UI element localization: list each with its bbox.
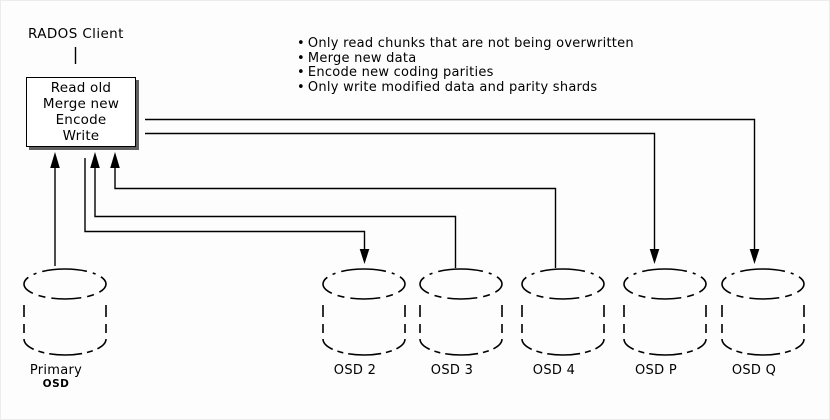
cylinder-icon: [419, 268, 503, 356]
osd-label-4: OSD 4: [532, 363, 576, 378]
osd-label-3: OSD 3: [430, 363, 474, 378]
edge-box-to-osdq: [145, 118, 756, 250]
osd-label-primary: Primary: [29, 363, 83, 378]
edge-box-to-osd2: [84, 158, 366, 250]
osd-node-p: OSD P: [621, 267, 709, 397]
osd-label-2: OSD 2: [333, 363, 377, 378]
osd-label-p: OSD P: [635, 363, 677, 378]
osd-node-2: OSD 2: [320, 267, 408, 397]
note-item: Only write modified data and parity shar…: [297, 80, 634, 96]
osd-node-4: OSD 4: [519, 267, 607, 397]
arrowhead-up-primary: [50, 152, 60, 168]
cylinder-icon: [721, 268, 805, 356]
osd-label-q: OSD Q: [731, 363, 777, 378]
cylinder-icon: [322, 268, 406, 356]
edge-box-to-osdp: [145, 132, 656, 250]
rados-client-label: RADOS Client: [28, 26, 124, 42]
client-box-line-merge-new: Merge new: [42, 96, 120, 112]
osd-node-primary: Primary OSD: [21, 267, 109, 397]
osd-node-q: OSD Q: [719, 267, 807, 397]
cylinder-icon: [623, 268, 707, 356]
arrowhead-up-osd4: [110, 152, 120, 168]
notes-list: Only read chunks that are not being over…: [297, 36, 634, 96]
note-item: Merge new data: [297, 51, 634, 67]
note-item: Only read chunks that are not being over…: [297, 36, 634, 52]
client-operations-box: Read old Merge new Encode Write: [26, 77, 136, 147]
edge-osd3-to-box: [94, 167, 457, 268]
cylinder-icon: [521, 268, 605, 356]
cylinder-icon: [23, 268, 107, 356]
arrowhead-down-osd2: [359, 249, 370, 264]
note-item: Encode new coding parities: [297, 65, 634, 81]
arrowhead-down-osdq: [749, 249, 760, 264]
client-box-line-write: Write: [62, 128, 100, 144]
osd-node-3: OSD 3: [417, 267, 505, 397]
edge-osd4-to-box: [114, 167, 557, 268]
arrowhead-up-osd3: [90, 152, 100, 168]
arrowhead-down-osdp: [649, 249, 660, 264]
client-box-line-read-old: Read old: [50, 80, 112, 96]
client-box-line-encode: Encode: [55, 112, 107, 128]
osd-sublabel-primary: OSD: [42, 378, 70, 390]
